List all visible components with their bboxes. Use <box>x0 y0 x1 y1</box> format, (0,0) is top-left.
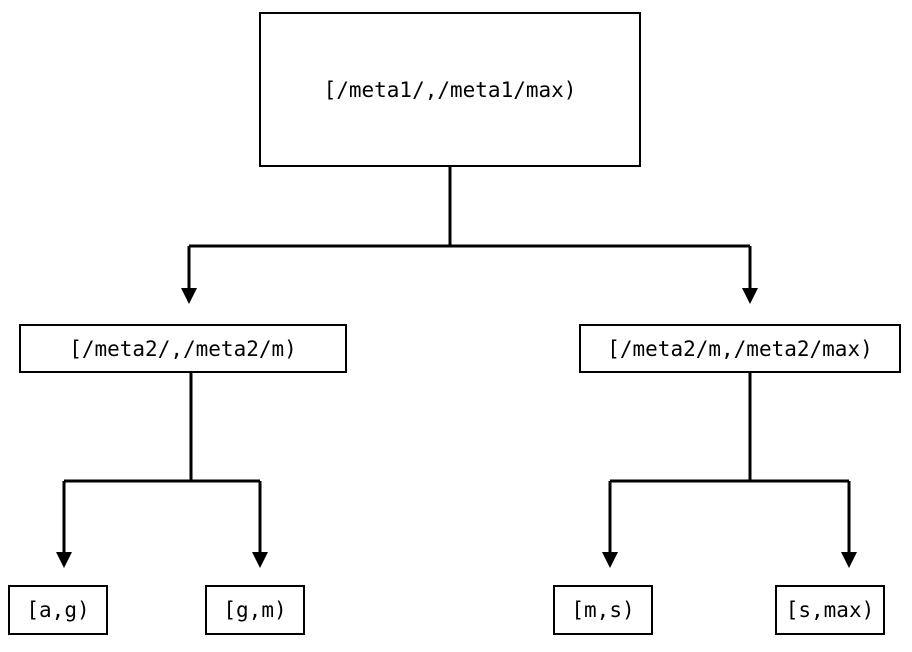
node-mid-left[interactable]: [/meta2/,/meta2/m) <box>19 324 347 373</box>
arrowhead-to-mid-left <box>181 288 197 304</box>
node-leaf-s-max[interactable]: [s,max) <box>775 585 885 635</box>
node-root[interactable]: [/meta1/,/meta1/max) <box>259 12 641 167</box>
arrowhead-to-leaf-ag <box>56 552 72 568</box>
node-mid-right[interactable]: [/meta2/m,/meta2/max) <box>579 324 901 373</box>
node-leaf-m-s[interactable]: [m,s) <box>553 585 653 635</box>
node-leaf-g-m[interactable]: [g,m) <box>205 585 305 635</box>
arrowhead-to-leaf-smax <box>841 552 857 568</box>
node-leaf-a-g[interactable]: [a,g) <box>8 585 108 635</box>
arrowhead-to-mid-right <box>742 288 758 304</box>
arrowhead-to-leaf-gm <box>252 552 268 568</box>
arrowhead-to-leaf-ms <box>602 552 618 568</box>
